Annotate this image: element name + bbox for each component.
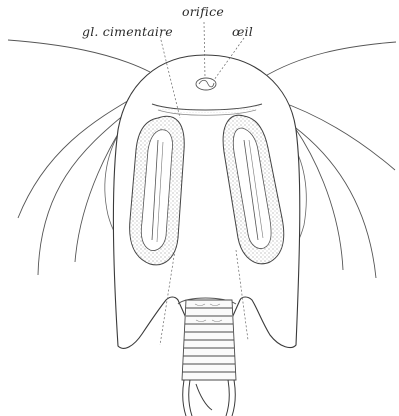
right-antenna-upper (262, 42, 396, 78)
left-cement-gland (130, 116, 185, 265)
left-antenna-upper (8, 40, 150, 72)
gland-label: gl. cimentaire (82, 24, 173, 39)
orifice-label: orifice (182, 4, 224, 19)
eye-label: œil (232, 24, 253, 39)
segmented-abdomen (182, 300, 236, 380)
posterior-limbs (183, 380, 236, 416)
eye (196, 78, 216, 90)
